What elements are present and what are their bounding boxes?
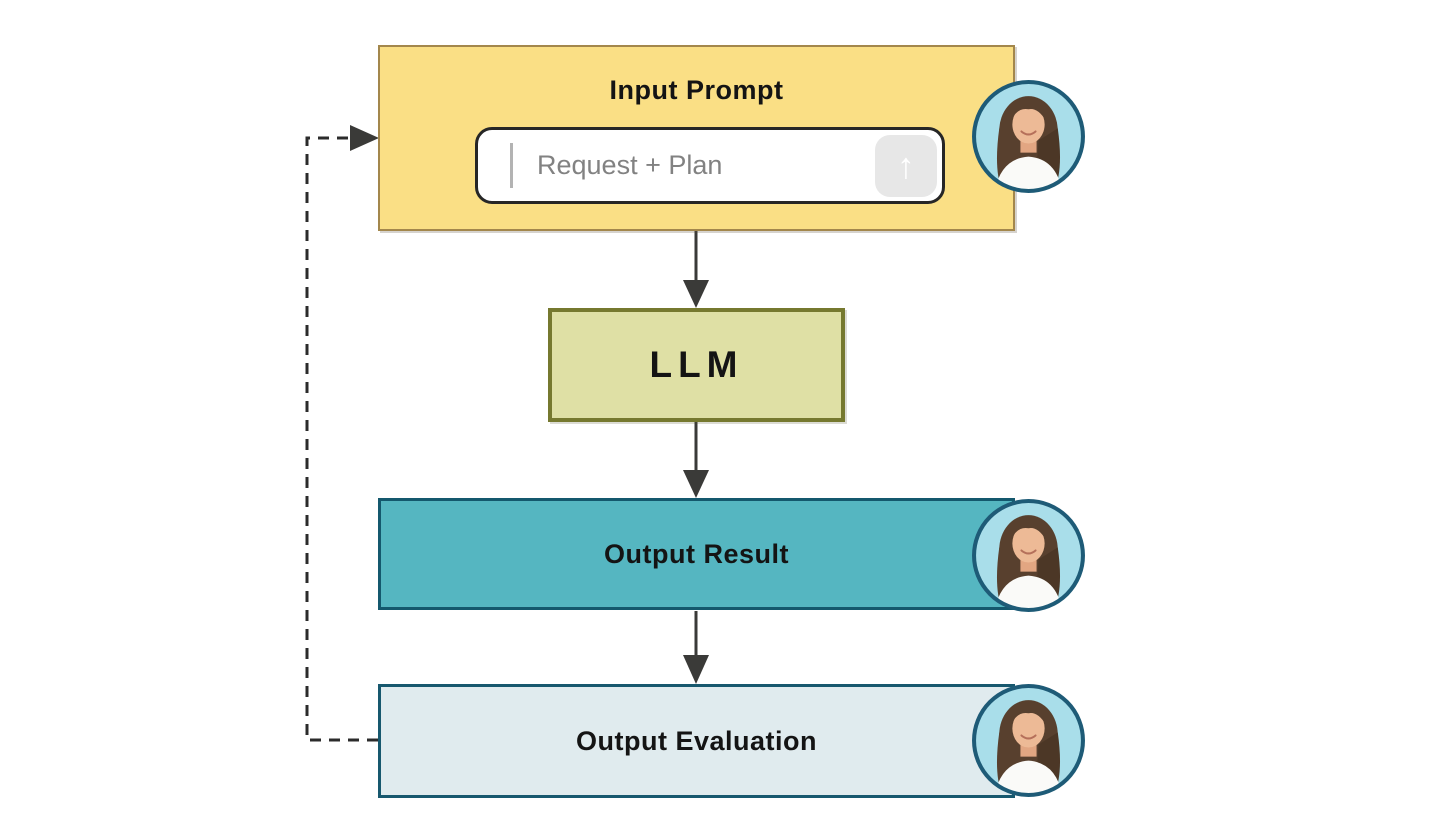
user-avatar	[970, 78, 1087, 195]
edge-input-prompt-to-llm	[683, 231, 709, 308]
send-button[interactable]: ↑	[875, 134, 937, 197]
user-avatar-icon	[972, 684, 1085, 797]
edge-output-evaluation-to-input-prompt	[305, 125, 379, 742]
llm-label: LLM	[649, 344, 744, 385]
input-prompt-label: Input Prompt	[609, 75, 784, 105]
output-result-label: Output Result	[604, 538, 789, 569]
node-output-result: Output Result	[378, 498, 1015, 610]
text-caret	[510, 143, 513, 188]
node-llm: LLM	[548, 308, 845, 422]
node-output-evaluation: Output Evaluation	[378, 684, 1015, 798]
prompt-text-input[interactable]	[535, 149, 875, 182]
user-avatar-icon	[972, 499, 1085, 612]
output-evaluation-label: Output Evaluation	[576, 725, 817, 756]
edge-output-result-to-output-evaluation	[683, 611, 709, 684]
user-avatar	[970, 497, 1087, 614]
node-input-prompt: Input Prompt ↑	[378, 45, 1015, 231]
user-avatar	[970, 682, 1087, 799]
user-avatar-icon	[972, 80, 1085, 193]
prompt-input-field[interactable]: ↑	[475, 127, 945, 204]
edge-llm-to-output-result	[683, 422, 709, 498]
arrow-up-icon: ↑	[897, 144, 915, 186]
